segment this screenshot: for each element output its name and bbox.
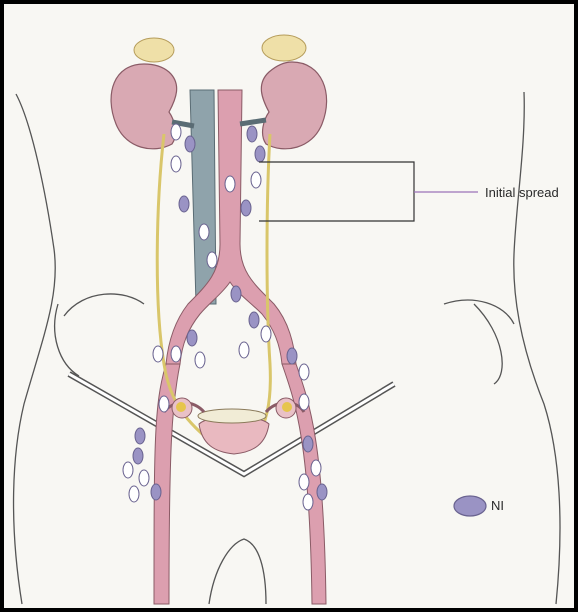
anatomy-diagram <box>4 4 574 608</box>
right-kidney <box>261 35 326 149</box>
initial-spread-label: Initial spread <box>485 185 559 200</box>
legend-node-symbol <box>454 496 486 516</box>
left-kidney <box>111 38 177 149</box>
initial-spread-bracket <box>259 162 478 221</box>
legend-label: NI <box>491 498 504 513</box>
vena-cava <box>190 90 216 304</box>
